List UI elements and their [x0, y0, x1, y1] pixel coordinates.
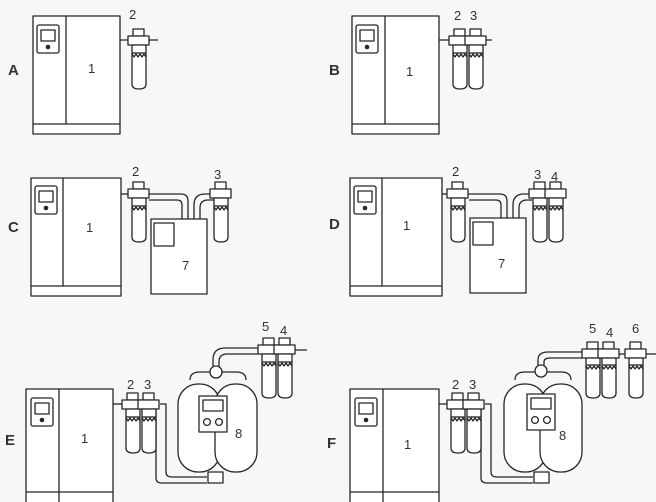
section-f-letter: F	[327, 435, 336, 452]
component-label: 2	[452, 377, 459, 392]
control-panel-icon	[36, 24, 60, 54]
compressor-unit	[25, 388, 114, 502]
component-label: 2	[127, 377, 134, 392]
compressor-unit	[30, 177, 122, 297]
control-panel-icon	[34, 185, 58, 215]
component-label: 3	[144, 377, 151, 392]
filter-icon	[581, 341, 604, 399]
component-label: 7	[182, 258, 189, 273]
filter-icon	[544, 181, 567, 243]
component-label: 1	[404, 437, 411, 452]
component-label: 4	[551, 169, 558, 184]
component-label: 1	[403, 218, 410, 233]
control-panel-icon	[353, 185, 377, 215]
section-a: A 1 2	[8, 7, 158, 135]
filter-icon	[624, 341, 647, 399]
section-b: B 1 2 3	[329, 8, 492, 135]
refrigerant-dryer	[469, 217, 527, 294]
component-label: 2	[454, 8, 461, 23]
compressor-unit	[32, 15, 121, 135]
component-label: 1	[406, 64, 413, 79]
filter-icon	[597, 341, 620, 399]
section-d-letter: D	[329, 216, 340, 233]
component-label: 4	[280, 323, 287, 338]
refrigerant-dryer	[150, 218, 208, 295]
component-label: 4	[606, 325, 613, 340]
desiccant-dryer	[503, 364, 583, 484]
filter-icon	[446, 181, 469, 243]
filter-icon	[273, 337, 296, 399]
component-label: 1	[88, 61, 95, 76]
component-label: 6	[632, 321, 639, 336]
section-e: E 1	[5, 319, 307, 502]
control-panel-icon	[355, 24, 379, 54]
component-label: 5	[589, 321, 596, 336]
filter-icon	[209, 181, 232, 243]
filter-icon	[127, 181, 150, 243]
component-label: 8	[559, 428, 566, 443]
component-label: 2	[129, 7, 136, 22]
component-label: 2	[452, 164, 459, 179]
component-label: 2	[132, 164, 139, 179]
compressor-unit	[349, 388, 440, 502]
section-a-letter: A	[8, 62, 19, 79]
filter-icon	[446, 392, 469, 454]
section-f: F 1	[327, 321, 656, 502]
filter-icon	[464, 28, 487, 90]
compressor-unit	[349, 177, 443, 297]
component-label: 5	[262, 319, 269, 334]
component-label: 3	[470, 8, 477, 23]
control-panel-icon	[354, 397, 378, 427]
filter-icon	[121, 392, 144, 454]
component-label: 3	[534, 167, 541, 182]
component-label: 7	[498, 256, 505, 271]
filter-icon	[528, 181, 551, 243]
filter-icon	[448, 28, 471, 90]
desiccant-dryer	[177, 365, 258, 484]
section-b-letter: B	[329, 62, 340, 79]
component-label: 8	[235, 426, 242, 441]
section-e-letter: E	[5, 432, 15, 449]
component-label: 1	[81, 431, 88, 446]
component-label: 3	[214, 167, 221, 182]
control-panel-icon	[30, 397, 54, 427]
filter-icon	[462, 392, 485, 454]
component-label: 1	[86, 220, 93, 235]
filter-icon	[127, 28, 150, 90]
section-c: C 1 2 7	[8, 164, 232, 297]
section-d: D 1 2 7	[329, 164, 567, 297]
component-label: 3	[469, 377, 476, 392]
compressor-unit	[351, 15, 440, 135]
filter-icon	[137, 392, 160, 454]
section-c-letter: C	[8, 219, 19, 236]
